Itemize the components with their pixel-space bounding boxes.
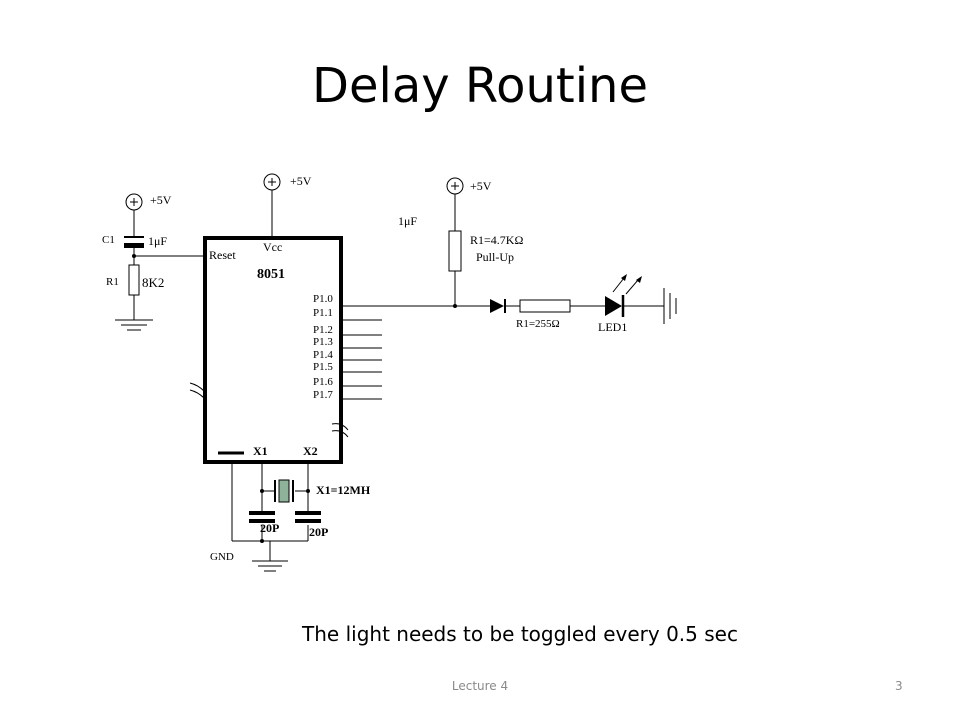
slide-caption: The light needs to be toggled every 0.5 … [302, 622, 738, 646]
resistor-r1 [128, 264, 140, 296]
supply-right-symbol [446, 177, 464, 195]
ground-bottom-symbol [252, 560, 288, 572]
chip-8051-body [203, 236, 343, 464]
supply-right-label: +5V [470, 179, 492, 193]
reset-pin-label: Reset [209, 248, 236, 262]
pullup-label: Pull-Up [476, 250, 514, 264]
break-mark-left [189, 382, 205, 399]
supply-left-symbol [125, 193, 143, 211]
port-label: P1.6 [313, 376, 333, 388]
led-label: LED1 [598, 320, 627, 334]
footer-lecture: Lecture 4 [451, 679, 509, 693]
cap-note: 1μF [398, 214, 417, 228]
port-label: P1.7 [313, 389, 333, 401]
port-label: P1.2 [313, 324, 333, 336]
break-mark-right [331, 423, 349, 438]
ground-right-symbol [663, 288, 677, 324]
port-pin-lines [341, 305, 382, 400]
series-resistor-label: R1=255Ω [516, 318, 560, 330]
supply-mid-label: +5V [290, 174, 312, 188]
cap-b-label: 20P [309, 525, 328, 539]
port-label: P1.4 [313, 349, 333, 361]
r1-name: R1 [106, 276, 119, 288]
r1-value: 8K2 [142, 275, 164, 290]
crystal-symbol [274, 479, 294, 503]
x2-pin-label: X2 [303, 444, 318, 458]
port-label: P1.1 [313, 307, 333, 319]
series-resistor [519, 299, 571, 313]
port-label: P1.5 [313, 361, 333, 373]
page-number: 3 [895, 679, 903, 693]
crystal-wires [231, 462, 309, 561]
diode-symbol [490, 299, 506, 313]
capacitor-20p-a [249, 511, 275, 523]
supply-mid-symbol [263, 173, 281, 191]
led-symbol [605, 274, 642, 317]
x1-pin-label: X1 [253, 444, 268, 458]
vcc-pin-label: Vcc [263, 240, 282, 254]
capacitor-c1 [124, 236, 144, 248]
chip-name: 8051 [257, 267, 285, 282]
gnd-label: GND [210, 551, 234, 563]
port-label: P1.3 [313, 336, 333, 348]
c1-name: C1 [102, 234, 115, 246]
port-label: P1.0 [313, 293, 333, 305]
ground-left-symbol [115, 319, 153, 331]
capacitor-20p-b [295, 511, 321, 523]
pullup-resistor [448, 230, 462, 272]
crystal-label: X1=12MH [316, 483, 371, 497]
pullup-value: R1=4.7KΩ [470, 233, 523, 247]
supply-left-label: +5V [150, 193, 172, 207]
cap-a-label: 20P [260, 521, 279, 535]
slide-title: Delay Routine [312, 58, 648, 114]
c1-value: 1μF [148, 234, 167, 248]
